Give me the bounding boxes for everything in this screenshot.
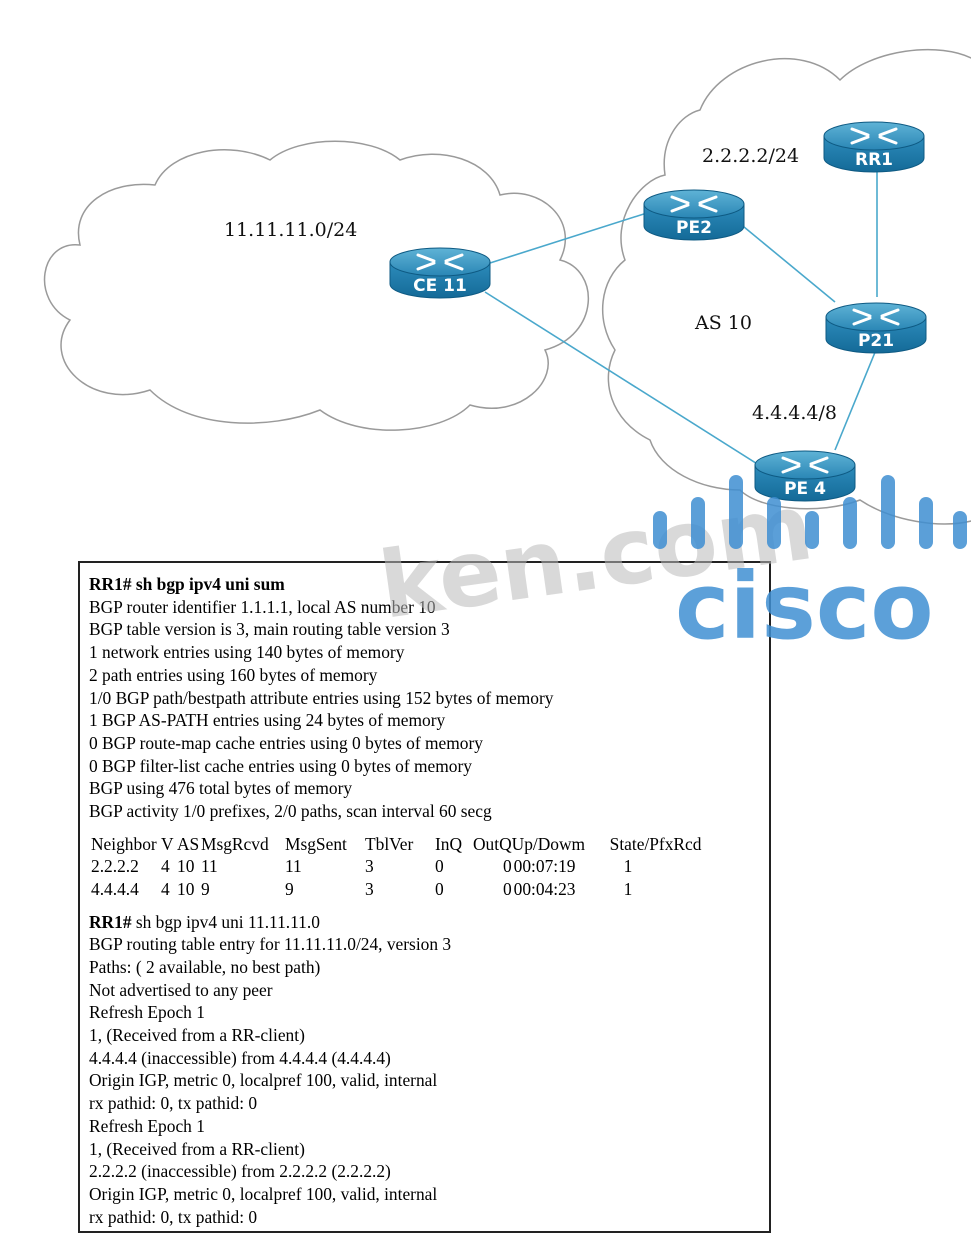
- router-arrows-icon: [852, 308, 900, 326]
- router-arrows-icon: [416, 253, 464, 271]
- neighbor-cell: 3: [365, 878, 374, 899]
- neighbor-cell: 1: [623, 856, 633, 877]
- neighbor-cell: 0: [435, 878, 444, 899]
- neighbor-header-cell: MsgRcvd: [201, 833, 269, 854]
- neighbor-cell: 0: [502, 878, 512, 899]
- detail-command: RR1# sh bgp ipv4 uni 11.11.11.0: [89, 911, 759, 934]
- summary-output: BGP router identifier 1.1.1.1, local AS …: [89, 596, 759, 823]
- detail-line: Origin IGP, metric 0, localpref 100, val…: [89, 1070, 438, 1091]
- summary-line: BGP router identifier 1.1.1.1, local AS …: [89, 596, 436, 617]
- neighbor-cell: 4.4.4.4: [91, 878, 139, 899]
- cli-output-panel: RR1# sh bgp ipv4 uni sum BGP router iden…: [78, 561, 771, 1233]
- router-arrows-icon: [670, 195, 718, 213]
- neighbor-cell: 3: [365, 856, 374, 877]
- summary-line: BGP activity 1/0 prefixes, 2/0 paths, sc…: [89, 801, 492, 822]
- detail-line: 4.4.4.4 (inaccessible) from 4.4.4.4 (4.4…: [89, 1047, 391, 1068]
- neighbor-cell: 11: [201, 856, 218, 877]
- neighbor-header-cell: MsgSent: [285, 833, 347, 854]
- detail-line: Refresh Epoch 1: [89, 1115, 205, 1136]
- router-arrows-icon: [850, 127, 898, 145]
- summary-line: BGP table version is 3, main routing tab…: [89, 619, 450, 640]
- neighbor-cell: 0: [435, 856, 444, 877]
- neighbor-cell: 2.2.2.2: [91, 856, 139, 877]
- detail-line: Not advertised to any peer: [89, 979, 273, 1000]
- neighbor-header-cell: OutQ: [473, 833, 512, 854]
- router-label-p21: P21: [858, 331, 894, 351]
- summary-command: RR1# sh bgp ipv4 uni sum: [89, 574, 285, 594]
- neighbor-header-cell: State/PfxRcd: [609, 833, 702, 854]
- neighbor-cell: 9: [201, 878, 210, 899]
- neighbor-header-cell: V: [161, 833, 174, 854]
- detail-line: Origin IGP, metric 0, localpref 100, val…: [89, 1183, 438, 1204]
- summary-line: 1 BGP AS-PATH entries using 24 bytes of …: [89, 710, 446, 731]
- detail-line: Refresh Epoch 1: [89, 1002, 205, 1023]
- router-pe4: PE 4: [754, 450, 856, 502]
- customer-network-label: 11.11.11.0/24: [224, 219, 357, 241]
- router-rr1: RR1: [823, 121, 925, 173]
- summary-line: 0 BGP filter-list cache entries using 0 …: [89, 755, 472, 776]
- detail-line: BGP routing table entry for 11.11.11.0/2…: [89, 934, 452, 955]
- router-ce11: CE 11: [389, 247, 491, 299]
- link-ce11-pe2: [489, 211, 651, 264]
- router-p21: P21: [825, 302, 927, 354]
- link-ce11-pe4: [484, 291, 771, 473]
- router-label-rr1: RR1: [855, 150, 893, 170]
- pe4-address-label: 4.4.4.4/8: [752, 402, 837, 424]
- router-pe2: PE2: [643, 189, 745, 241]
- detail-line: 1, (Received from a RR-client): [89, 1025, 305, 1046]
- link-pe2-p21: [737, 221, 836, 303]
- neighbor-cell: 1: [623, 878, 633, 899]
- summary-line: 1/0 BGP path/bestpath attribute entries …: [89, 687, 554, 708]
- links: [484, 163, 879, 473]
- router-arrows-icon: [781, 456, 829, 474]
- as-label: AS 10: [694, 312, 752, 334]
- summary-line: 2 path entries using 160 bytes of memory: [89, 664, 378, 685]
- detail-command-text: sh bgp ipv4 uni 11.11.11.0: [131, 911, 320, 932]
- customer-cloud: [43, 140, 590, 431]
- neighbor-cell: 0: [502, 856, 512, 877]
- neighbor-header-cell: Up/Dowm: [511, 833, 586, 854]
- detail-output: BGP routing table entry for 11.11.11.0/2…: [89, 933, 759, 1228]
- detail-line: 2.2.2.2 (inaccessible) from 2.2.2.2 (2.2…: [89, 1161, 391, 1182]
- neighbor-cell: 4: [161, 878, 170, 899]
- neighbor-header-cell: AS: [177, 833, 200, 854]
- router-label-pe2: PE2: [676, 218, 712, 238]
- summary-line: BGP using 476 total bytes of memory: [89, 778, 353, 799]
- neighbor-cell: 9: [285, 878, 294, 899]
- neighbor-cell: 10: [177, 856, 195, 877]
- link-p21-pe4: [834, 344, 879, 451]
- neighbor-cell: 11: [285, 856, 302, 877]
- neighbor-cell: 00:04:23: [513, 878, 576, 899]
- detail-line: Paths: ( 2 available, no best path): [89, 956, 321, 977]
- pe2-address-label: 2.2.2.2/24: [702, 145, 799, 167]
- neighbor-cell: 10: [177, 878, 195, 899]
- router-label-pe4: PE 4: [784, 479, 826, 499]
- detail-line: 1, (Received from a RR-client): [89, 1138, 305, 1159]
- detail-command-prompt: RR1#: [89, 911, 132, 932]
- neighbor-header-cell: TblVer: [365, 833, 414, 854]
- neighbor-header-cell: Neighbor: [91, 833, 157, 854]
- neighbor-header-cell: InQ: [435, 833, 463, 854]
- summary-line: 1 network entries using 140 bytes of mem…: [89, 642, 405, 663]
- detail-line: rx pathid: 0, tx pathid: 0: [89, 1093, 258, 1114]
- neighbor-cell: 00:07:19: [513, 856, 576, 877]
- neighbor-cell: 4: [161, 856, 170, 877]
- detail-line: rx pathid: 0, tx pathid: 0: [89, 1206, 258, 1227]
- summary-line: 0 BGP route-map cache entries using 0 by…: [89, 732, 483, 753]
- router-label-ce11: CE 11: [413, 276, 467, 296]
